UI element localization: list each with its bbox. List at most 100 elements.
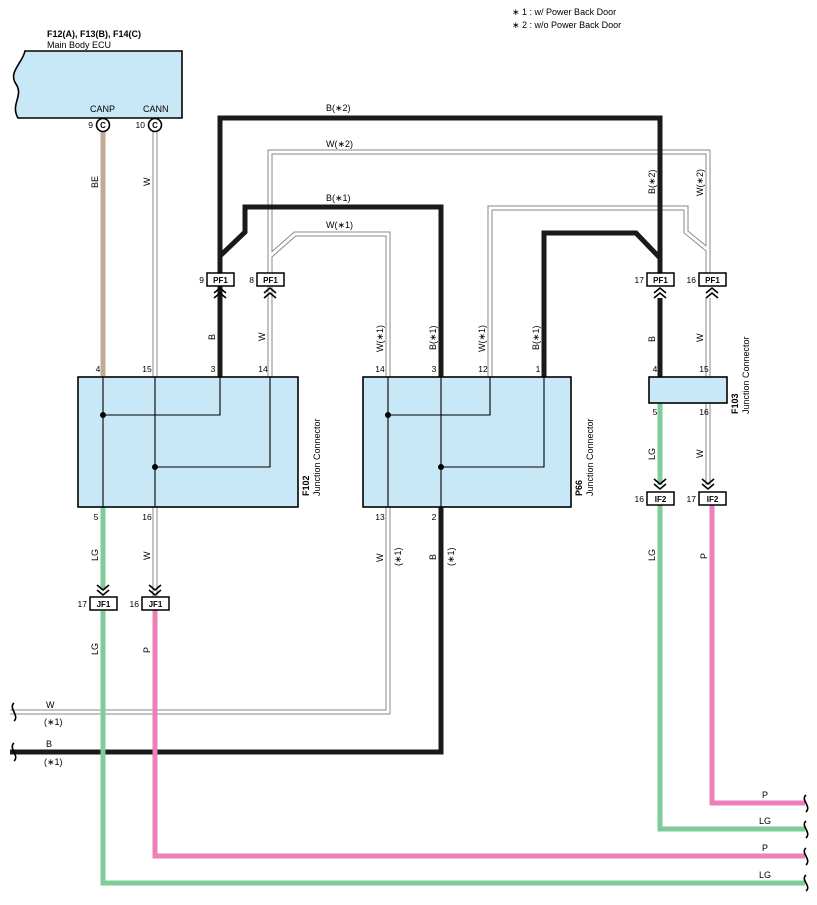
pf1-connector-17: PF1 (646, 272, 675, 299)
wire-label-p66-2-b: B (428, 554, 438, 560)
wire-label-cann-w: W (142, 177, 152, 186)
svg-text:IF2: IF2 (707, 495, 719, 504)
p66-pin-2: 2 (432, 512, 437, 522)
f102-name: Junction Connector (312, 418, 322, 496)
wire-label-f102-lg: LG (90, 549, 100, 561)
if2-connector-17: IF2 (698, 478, 727, 506)
p-wires (152, 505, 805, 859)
f103-pin-15: 15 (699, 364, 709, 374)
legend-note-1: ∗ 1 : w/ Power Back Door (512, 7, 616, 17)
wire-label-p66-14-w1: W(∗1) (375, 325, 385, 352)
jf1-connector-17: JF1 (89, 584, 118, 611)
f102-pin-5: 5 (94, 512, 99, 522)
wire-label-pf1-8-w: W (257, 332, 267, 341)
wire-label-w1-top: W(∗1) (326, 220, 353, 230)
pf1-pin-16: 16 (687, 275, 697, 285)
lg-wires (100, 403, 805, 886)
wire-label-jf1-p: P (142, 647, 152, 653)
f102-pin-16: 16 (142, 512, 152, 522)
ecu-pin-canp-num: 9 (88, 120, 93, 130)
wire-label-be: BE (90, 176, 100, 188)
wire-label-pf1-17-b: B (647, 336, 657, 342)
wire-label-right-p-2: P (762, 843, 768, 853)
if2-pin-16: 16 (635, 494, 645, 504)
f103-code: F103 (730, 393, 740, 414)
wire-label-p66-13-star1: (∗1) (393, 547, 403, 566)
ecu-pin-cann: C (147, 117, 163, 133)
ecu-box (12, 50, 183, 119)
wire-label-b1-top: B(∗1) (326, 193, 351, 203)
p66-pin-13: 13 (375, 512, 385, 522)
wire-label-pf1-9-b: B (207, 334, 217, 340)
svg-text:C: C (152, 121, 158, 130)
svg-text:PF1: PF1 (705, 276, 720, 285)
ecu-pin-cann-num: 10 (136, 120, 146, 130)
ecu-codes: F12(A), F13(B), F14(C) (47, 29, 141, 39)
svg-text:PF1: PF1 (653, 276, 668, 285)
ecu-pin-cann-label: CANN (143, 104, 169, 114)
f102-pin-4: 4 (96, 364, 101, 374)
wire-label-p66-12-w1: W(∗1) (477, 325, 487, 352)
f102-box (77, 376, 299, 508)
wire-label-left-w-star1: (∗1) (44, 717, 63, 727)
f103-pin-5: 5 (653, 407, 658, 417)
wire-label-right-p-1: P (762, 790, 768, 800)
p66-box (362, 376, 572, 508)
p66-pin-3: 3 (432, 364, 437, 374)
if2-connector-16: IF2 (646, 478, 675, 506)
f103-pin-16: 16 (699, 407, 709, 417)
jf1-connector-16: JF1 (141, 584, 170, 611)
wire-label-p66-3-b1: B(∗1) (428, 325, 438, 350)
svg-text:JF1: JF1 (149, 600, 163, 609)
wire-label-left-b: B (46, 739, 52, 749)
break-marks (11, 702, 809, 892)
svg-text:IF2: IF2 (655, 495, 667, 504)
pf1-pin-17: 17 (635, 275, 645, 285)
jf1-pin-16: 16 (130, 599, 140, 609)
f103-pin-4: 4 (653, 364, 658, 374)
wire-label-p66-13-w: W (375, 553, 385, 562)
f102-pin-3: 3 (211, 364, 216, 374)
svg-text:JF1: JF1 (97, 600, 111, 609)
wire-label-left-w: W (46, 700, 55, 710)
w-wires-fill (10, 128, 710, 714)
wire-label-w2-vert: W(∗2) (695, 169, 705, 196)
wire-label-left-b-star1: (∗1) (44, 757, 63, 767)
wire-label-f102-w: W (142, 551, 152, 560)
f103-name: Junction Connector (741, 336, 751, 414)
ecu-name: Main Body ECU (47, 40, 111, 50)
jf1-pin-17: 17 (78, 599, 88, 609)
svg-text:PF1: PF1 (213, 276, 228, 285)
pf1-connector-8: PF1 (256, 272, 285, 299)
wire-label-right-lg-2: LG (759, 870, 771, 880)
pf1-pin-8: 8 (249, 275, 254, 285)
wire-label-jf1-lg: LG (90, 643, 100, 655)
p66-pin-14: 14 (375, 364, 385, 374)
wire-label-right-lg-1: LG (759, 816, 771, 826)
p66-code: P66 (574, 480, 584, 496)
wire-label-b2-vert: B(∗2) (647, 169, 657, 194)
legend-note-2: ∗ 2 : w/o Power Back Door (512, 20, 621, 30)
p66-pin-1: 1 (536, 364, 541, 374)
wire-label-pf1-16-w: W (695, 333, 705, 342)
wire-label-p66-2-star1: (∗1) (446, 547, 456, 566)
f102-pin-15: 15 (142, 364, 152, 374)
wire-label-f103-lg: LG (647, 448, 657, 460)
f102-pin-14: 14 (258, 364, 268, 374)
ecu-pin-canp-label: CANP (90, 104, 115, 114)
wire-label-if2-p: P (699, 553, 709, 559)
pf1-connector-9: PF1 (206, 272, 235, 299)
p66-pin-12: 12 (478, 364, 488, 374)
svg-text:PF1: PF1 (263, 276, 278, 285)
if2-pin-17: 17 (687, 494, 697, 504)
ecu-pin-canp: C (95, 117, 111, 133)
wire-label-f103-w: W (695, 449, 705, 458)
wire-label-p66-1-b1: B(∗1) (531, 325, 541, 350)
svg-text:C: C (100, 121, 106, 130)
p66-name: Junction Connector (585, 418, 595, 496)
f102-code: F102 (301, 475, 311, 496)
wire-label-b2-top: B(∗2) (326, 103, 351, 113)
wire-label-if2-lg: LG (647, 549, 657, 561)
pf1-connector-16: PF1 (698, 272, 727, 299)
